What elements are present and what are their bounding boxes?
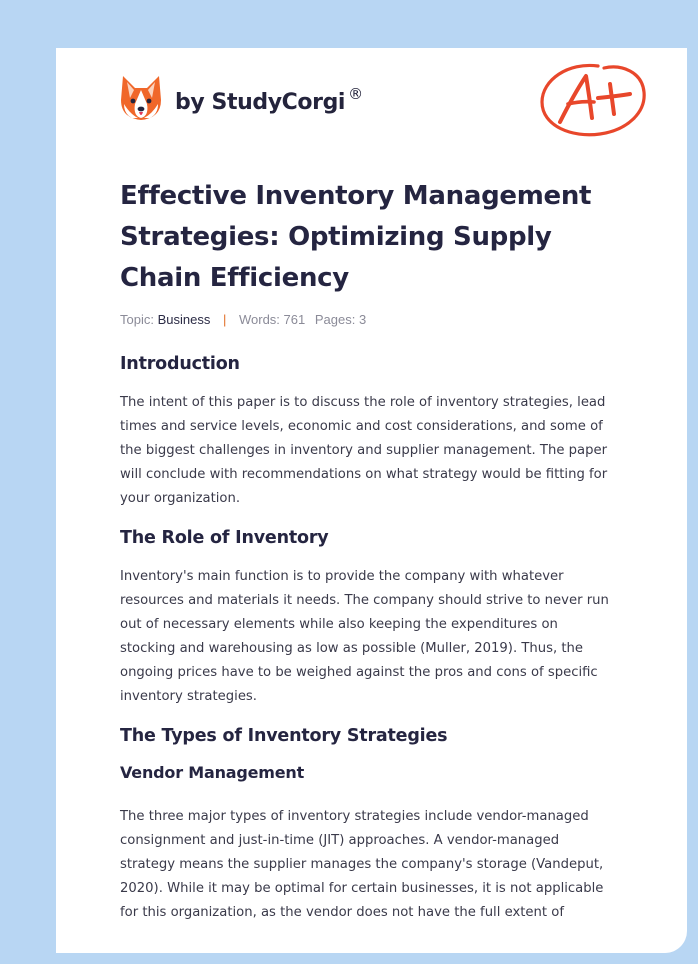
document-page: by StudyCorgi® Effective Inventory Manag… <box>56 48 687 953</box>
section-text-types-of-strategies: The three major types of inventory strat… <box>120 809 604 920</box>
document-meta: Topic: Business | Words: 761 Pages: 3 <box>120 312 366 327</box>
registered-mark: ® <box>348 85 363 103</box>
brand-name[interactable]: by StudyCorgi® <box>175 85 363 115</box>
pages-label: Pages: <box>314 312 356 327</box>
a-plus-grade-icon <box>540 63 646 137</box>
section-heading-types-of-strategies: The Types of Inventory Strategies <box>120 726 448 746</box>
corgi-logo-icon <box>121 76 161 120</box>
pages-count: 3 <box>358 312 367 327</box>
section-heading-introduction: Introduction <box>120 354 240 374</box>
words-label: Words: <box>238 312 280 327</box>
brand-text: by StudyCorgi <box>175 90 346 115</box>
topic-link[interactable]: Business <box>157 312 211 327</box>
topic-label: Topic: <box>120 312 154 327</box>
words-count: 761 <box>283 312 306 327</box>
section-text-role-of-inventory: Inventory's main function is to provide … <box>120 569 609 704</box>
document-title: Effective Inventory Management Strategie… <box>120 181 592 293</box>
section-heading-role-of-inventory: The Role of Inventory <box>120 528 329 548</box>
section-text-introduction: The intent of this paper is to discuss t… <box>120 395 608 506</box>
meta-separator: | <box>222 312 227 327</box>
subsection-heading-vendor-management: Vendor Management <box>120 763 305 782</box>
